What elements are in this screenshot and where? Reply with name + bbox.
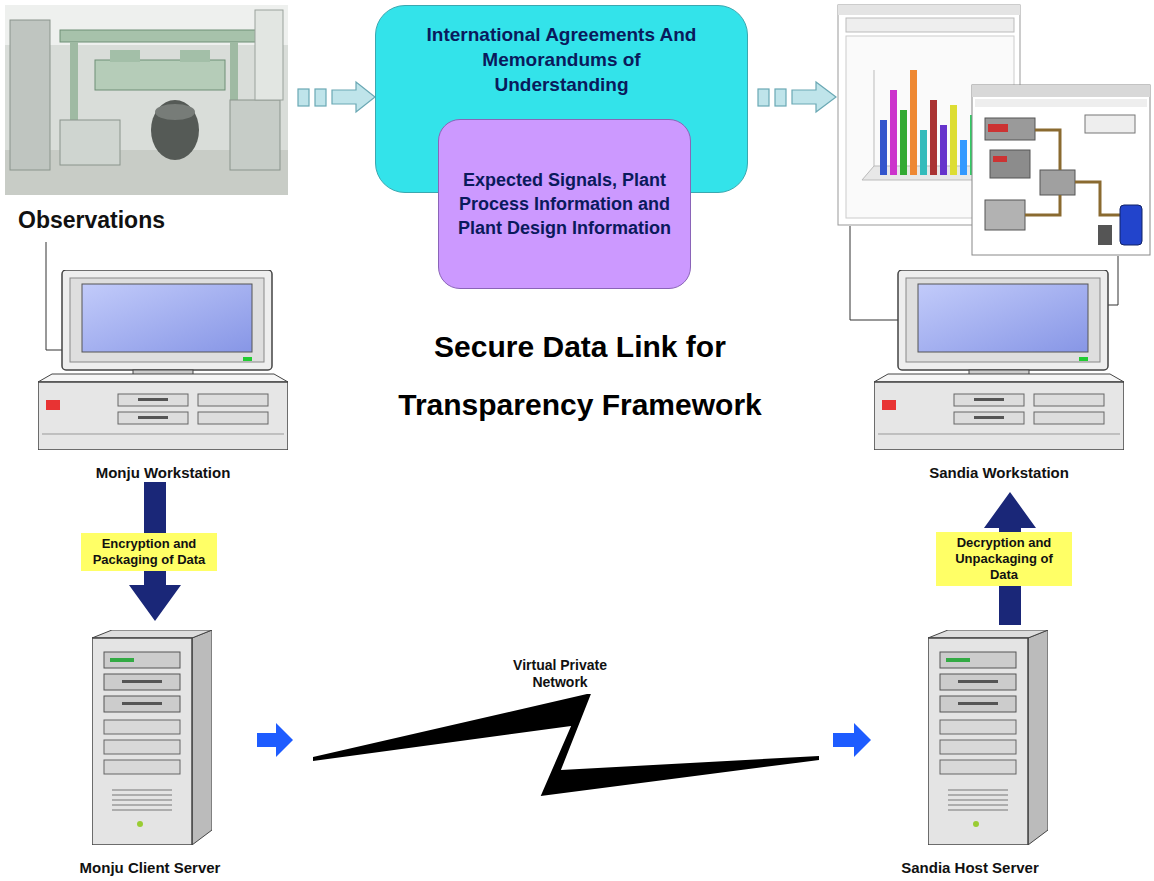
plant-photo (5, 5, 288, 195)
edge-label-box: Encryption and Packaging of Data (81, 533, 217, 571)
edge-label: Virtual Private Network (499, 657, 621, 691)
chart-screenshot (940, 125, 947, 175)
plant-photo (155, 104, 195, 120)
plant-photo (60, 30, 260, 42)
node-text: International Agreements And Memorandums… (417, 22, 707, 97)
node-text: Monju Client Server (80, 859, 221, 877)
title-block: Secure Data Link for Transparency Framew… (350, 318, 810, 434)
flow-arrow (758, 89, 769, 106)
server-node: Sandia Host Server (875, 625, 1065, 877)
edge-label: Encryption and Packaging of Data (85, 536, 213, 568)
plant-photo (60, 120, 120, 165)
chart-screenshot (846, 18, 1014, 32)
process-screenshot (972, 85, 1150, 255)
process-screenshot (1075, 182, 1120, 215)
plant-photo (95, 60, 225, 90)
plant-photo (180, 50, 210, 62)
server-icon (92, 630, 212, 845)
chart-screenshot (920, 130, 927, 175)
process-screenshot (985, 118, 1035, 140)
process-screenshot (1085, 115, 1135, 133)
plant-photo (110, 50, 140, 62)
workstation-icon (38, 270, 288, 450)
node-text: Sandia Host Server (901, 859, 1039, 877)
chart-screenshot (930, 100, 937, 175)
process-screenshot (975, 99, 1147, 107)
process-screenshot (1098, 225, 1112, 245)
connector-shape (257, 723, 293, 757)
connector-shape (833, 723, 871, 757)
connector-shape (313, 693, 819, 796)
node-text: Expected Signals, Plant Process Informat… (449, 168, 680, 240)
process-screenshot (993, 156, 1007, 162)
leader-line (850, 226, 898, 320)
process-screenshot (985, 200, 1025, 230)
workstation-node: Sandia Workstation (872, 262, 1126, 482)
chart-screenshot (960, 140, 967, 175)
plant-photo (10, 20, 50, 170)
process-screenshot (972, 85, 1150, 97)
process-screenshot (1120, 205, 1142, 245)
chart-screenshot (950, 105, 957, 175)
chart-screenshot (874, 70, 875, 166)
chart-screenshot (910, 70, 917, 175)
edge-label: Decryption and Unpackaging of Data (940, 535, 1068, 583)
plant-photo (230, 100, 280, 170)
process-screenshot (972, 85, 1150, 255)
process-screenshot (1025, 195, 1060, 215)
process-screenshot (990, 150, 1030, 178)
label-block: Observations (18, 206, 248, 235)
callout-label: Observations (18, 206, 248, 235)
flow-arrow (775, 89, 786, 106)
workstation-icon (874, 270, 1124, 450)
server-icon (928, 630, 1048, 845)
leader-line (46, 242, 62, 350)
chart-screenshot (838, 5, 1020, 15)
flow-arrow (332, 82, 375, 112)
plant-photo (5, 5, 288, 195)
plant-photo (255, 10, 283, 100)
server-node: Monju Client Server (55, 625, 245, 877)
workstation-node: Monju Workstation (38, 262, 288, 482)
flow-arrow (792, 82, 836, 112)
chart-screenshot (890, 90, 897, 175)
node-text: Monju Workstation (96, 464, 231, 482)
information-box: Expected Signals, Plant Process Informat… (438, 119, 691, 289)
diagram-title: Secure Data Link for Transparency Framew… (350, 318, 810, 434)
process-screenshot (1035, 130, 1060, 170)
flow-arrow (315, 89, 326, 106)
flow-arrow (298, 89, 309, 106)
network-link (257, 693, 871, 796)
node-text: Sandia Workstation (929, 464, 1069, 482)
process-screenshot (1040, 170, 1075, 195)
leader-line (1108, 256, 1118, 305)
process-screenshot (988, 124, 1008, 132)
agreement-box: International Agreements And Memorandums… (375, 5, 748, 193)
plant-photo (151, 100, 199, 160)
edge-label-box: Decryption and Unpackaging of Data (936, 532, 1072, 586)
edge-label-box: Virtual Private Network (495, 654, 625, 694)
chart-screenshot (880, 120, 887, 175)
chart-screenshot (900, 110, 907, 175)
